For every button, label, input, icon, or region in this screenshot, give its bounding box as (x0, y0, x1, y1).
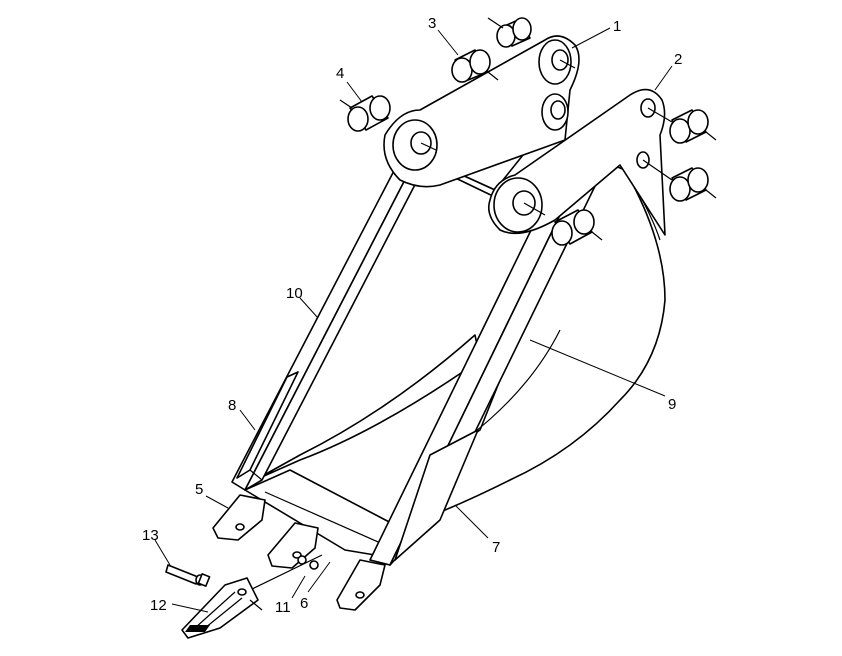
leader-4 (346, 81, 363, 103)
callout-6: 6 (300, 595, 308, 612)
callout-4: 4 (336, 65, 344, 82)
callout-3: 3 (428, 15, 436, 32)
callout-2: 2 (674, 51, 682, 68)
leader-5 (205, 495, 229, 509)
leader-6 (307, 561, 331, 593)
left-wear-strip-line (249, 469, 263, 481)
bushing-part-4 (339, 95, 391, 132)
cutting-edge-plate (244, 469, 396, 556)
bushing-front-right (551, 209, 603, 246)
pin-axis-top (559, 59, 576, 69)
bushing-right-top (669, 109, 717, 144)
bushing-top-left (487, 17, 532, 48)
leader-13 (154, 539, 171, 566)
right-wear-strip (394, 429, 479, 561)
callout-9: 9 (668, 396, 676, 413)
leader-8 (239, 409, 256, 431)
tooth-adapter-middle (267, 522, 319, 569)
bushing-part-3 (451, 49, 499, 83)
leader-1 (571, 27, 611, 49)
callout-7: 7 (492, 539, 500, 556)
left-ear-bore-mid (550, 100, 566, 120)
bushing-right-bottom (669, 167, 717, 202)
callout-13: 13 (142, 527, 159, 544)
pin-axis-left (420, 142, 437, 151)
leader-2 (654, 65, 673, 91)
pin-axis-right-ear-1 (647, 107, 673, 123)
cutting-edge-line (264, 491, 386, 546)
callout-12: 12 (150, 597, 167, 614)
leader-11 (291, 575, 306, 599)
callout-10: 10 (286, 285, 303, 302)
callout-1: 1 (613, 18, 621, 35)
callout-11: 11 (275, 599, 291, 616)
pin-axis-right (523, 202, 546, 216)
leader-3 (437, 29, 459, 56)
callout-8: 8 (228, 397, 236, 414)
tooth-pin (165, 564, 211, 587)
leader-7 (454, 504, 489, 539)
left-wear-strip (236, 371, 299, 479)
leader-9 (529, 339, 666, 397)
retainer-washer (249, 554, 323, 591)
callout-5: 5 (195, 481, 203, 498)
tooth-adapter-right (336, 559, 386, 611)
tooth-adapter-left (212, 494, 266, 541)
leader-10 (299, 297, 319, 319)
pin-axis-right-ear-2 (642, 159, 673, 181)
leader-12 (171, 603, 209, 613)
tooth-point (181, 577, 263, 639)
